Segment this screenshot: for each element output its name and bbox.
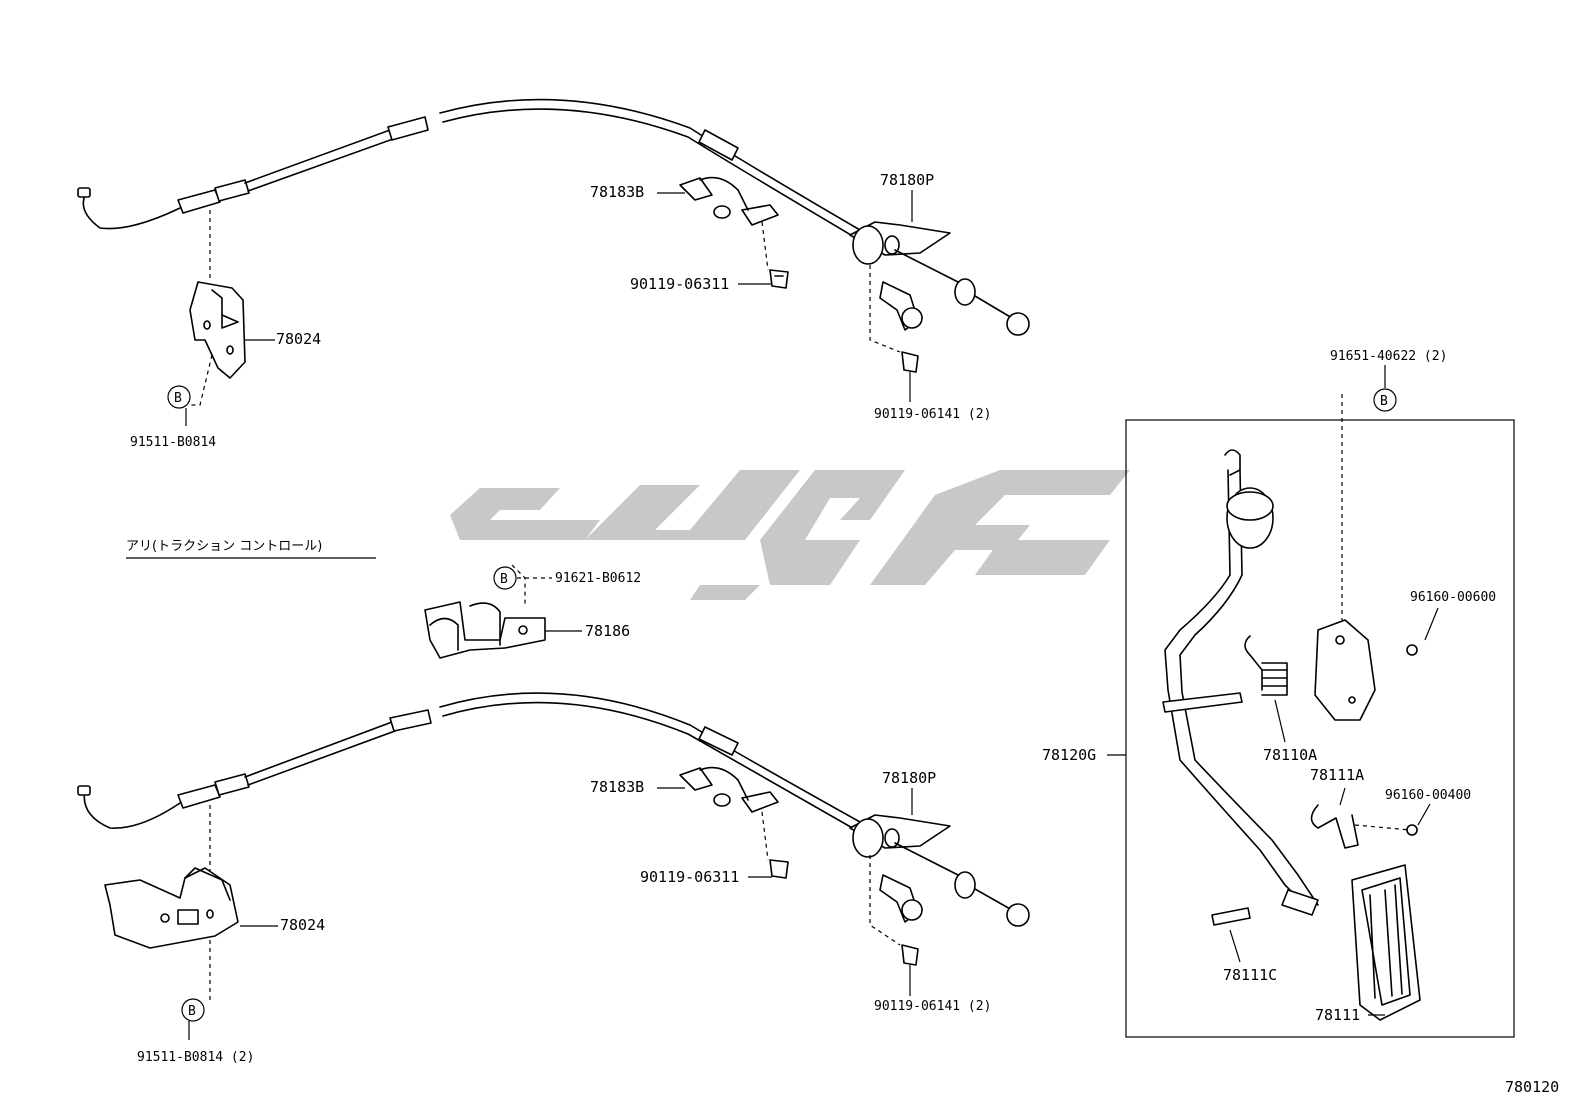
bracket-78024-top [188,210,246,406]
bottom-cable-assembly [77,692,1030,927]
bolt-90119-06141-top [869,265,919,373]
label-91511-B0814-top: 91511-B0814 [130,435,216,450]
label-91651-40622: 91651-40622 (2) [1330,349,1447,364]
label-96160-00400: 96160-00400 [1385,788,1471,803]
label-78024-top: 78024 [276,330,321,348]
label-90119-06141-bottom: 90119-06141 (2) [874,999,991,1014]
label-78111C: 78111C [1223,966,1277,984]
clip-78183B-bottom [679,766,779,813]
label-78183B-top: 78183B [590,183,644,201]
label-91511-B0814-bottom: 91511-B0814 (2) [137,1050,254,1065]
label-90119-06311-top: 90119-06311 [630,275,729,293]
figure-number: 780120 [1505,1078,1559,1096]
pedal-box [1125,394,1515,1038]
marker-b-top: B [174,391,182,406]
label-78024-bottom: 78024 [280,916,325,934]
label-78180P-bottom: 78180P [882,769,936,787]
label-90119-06141-top: 90119-06141 (2) [874,407,991,422]
label-78180P-top: 78180P [880,171,934,189]
bolt-90119-06141-bottom [869,855,919,966]
label-78183B-bottom: 78183B [590,778,644,796]
clip-78183B-top [679,176,779,226]
label-78110A: 78110A [1263,746,1317,764]
label-78111A: 78111A [1310,766,1364,784]
marker-b-box: B [1380,394,1388,409]
top-cable-assembly [77,98,1030,336]
watermark-logo [450,470,1130,600]
note-traction-control: アリ(トラクション コントロール) [126,539,322,554]
bolt-90119-06311-bottom [761,811,789,879]
label-78111: 78111 [1315,1006,1360,1024]
label-91621-B0612: 91621-B0612 [555,571,641,586]
bolt-90119-06311-top [761,221,789,289]
marker-b-bottom: B [188,1004,196,1019]
marker-b-mid: B [500,572,508,587]
clamp-78186 [424,564,546,659]
label-78186: 78186 [585,622,630,640]
bracket-78024-bottom [104,805,239,1000]
label-96160-00600: 96160-00600 [1410,590,1496,605]
label-90119-06311-bottom: 90119-06311 [640,868,739,886]
label-78120G: 78120G [1042,746,1096,764]
